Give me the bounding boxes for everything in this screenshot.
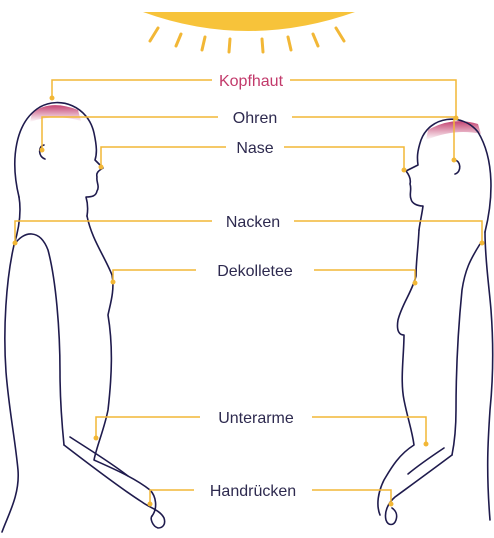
left-back-outline — [2, 197, 20, 532]
sun-rays — [150, 28, 344, 52]
right-head-outline — [406, 119, 491, 232]
sun-ray — [313, 34, 318, 46]
sun-icon — [143, 12, 355, 52]
left-hand-outline — [64, 445, 165, 528]
sun-ray — [202, 37, 205, 50]
leader-nacken-left — [15, 221, 212, 243]
dot-ohren-left — [40, 148, 45, 153]
leader-handruecken-left — [150, 490, 194, 504]
leader-unterarme-left — [96, 417, 200, 438]
label-nacken: Nacken — [226, 214, 280, 231]
dot-unterarme-right — [424, 442, 429, 447]
left-figure — [2, 103, 165, 532]
label-kopfhaut: Kopfhaut — [219, 73, 284, 90]
sun-ray — [176, 34, 181, 46]
dot-handruecken-right — [389, 502, 394, 507]
dot-dekolletee-right — [413, 281, 418, 286]
leader-nase-left — [101, 147, 226, 167]
dot-kopfhaut-right — [454, 116, 459, 121]
leader-dekolletee-left — [113, 270, 196, 282]
leader-kopfhaut-left — [52, 80, 212, 98]
left-head-outline — [15, 103, 103, 216]
right-arm-inner — [408, 448, 444, 474]
leader-ohren-left — [42, 117, 218, 150]
leader-nase-right — [284, 147, 404, 170]
sun-ray — [150, 28, 158, 41]
right-figure — [378, 119, 493, 524]
label-unterarme: Unterarme — [218, 410, 294, 427]
dot-dekolletee-left — [111, 280, 116, 285]
right-shoulder-outline — [452, 244, 480, 455]
dot-nase-left — [99, 165, 104, 170]
leader-dekolletee-right — [314, 270, 415, 283]
dot-handruecken-left — [148, 502, 153, 507]
dot-nacken-left — [13, 241, 18, 246]
labels: Kopfhaut Ohren Nase Nacken Dekolletee Un… — [210, 73, 296, 500]
sun-ray — [229, 39, 230, 52]
right-front-outline — [378, 230, 419, 515]
dot-kopfhaut-left — [50, 96, 55, 101]
label-handruecken: Handrücken — [210, 483, 296, 500]
label-nase: Nase — [236, 140, 273, 157]
sun-half-disc — [143, 12, 355, 31]
dot-ohren-right — [452, 158, 457, 163]
dot-unterarme-left — [94, 436, 99, 441]
dot-nase-right — [402, 168, 407, 173]
sun-ray — [336, 28, 344, 41]
label-dekolletee: Dekolletee — [217, 263, 293, 280]
sun-ray — [288, 37, 291, 50]
left-shoulder-outline — [14, 234, 64, 445]
label-ohren: Ohren — [233, 110, 277, 127]
right-back-outline — [485, 232, 493, 520]
sun-ray — [262, 39, 263, 52]
dot-nacken-right — [480, 241, 485, 246]
leader-kopfhaut-right — [290, 80, 456, 118]
leader-nacken-right — [294, 221, 482, 243]
